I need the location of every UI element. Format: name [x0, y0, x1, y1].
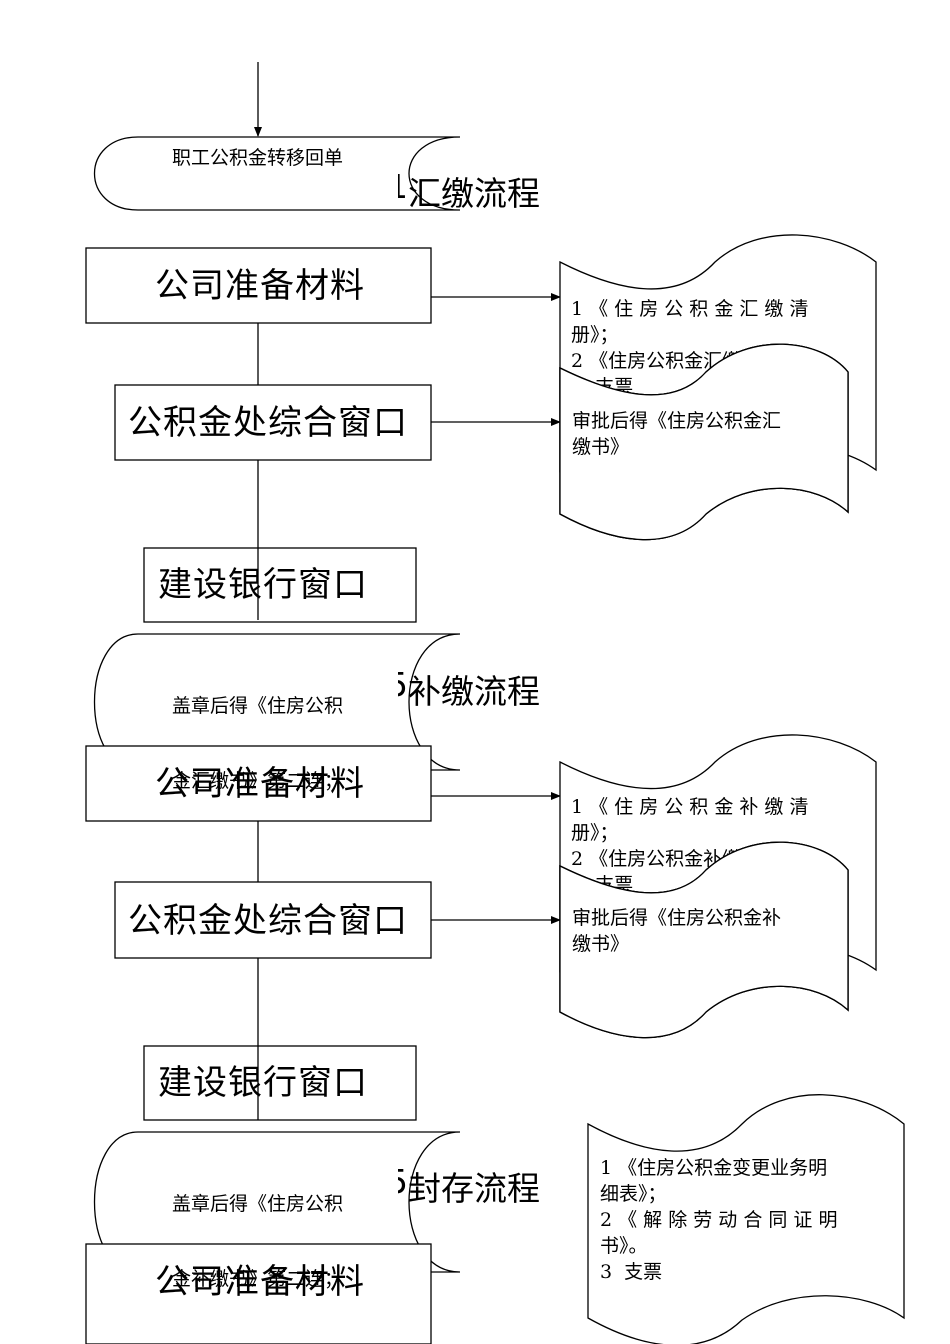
section-title-3-text: 封存流程 [408, 1169, 540, 1208]
step-box-2-3 [143, 1045, 417, 1121]
bank-result-1-line-2: 金汇缴书》第二连； [172, 770, 344, 792]
section-title-3: 5封存流程 [398, 1162, 540, 1210]
materials-1-line-3: 2 《住房公积金汇缴书》； [571, 350, 789, 372]
section-title-2: 5补缴流程 [398, 665, 540, 713]
section-title-2-glyph: 5 [398, 665, 408, 704]
bank-result-2-line-1: 盖章后得《住房公积 [172, 1193, 344, 1215]
approval-1-top-line-1: 审批后得《住房公积金汇 [572, 410, 782, 432]
step-label-2-3: 建设银行窗口 [158, 1063, 368, 1103]
materials-2-line-3: 2 《住房公积金补缴书》； [571, 848, 789, 870]
materials-2-line-1: 1 《 住 房 公 积 金 补 缴 清 [571, 796, 809, 818]
approval-1-top-line-2: 缴书》 [572, 436, 630, 458]
approval-text-1-top: 审批后得《住房公积金汇 缴书》 [572, 408, 781, 460]
materials-2-line-2: 册》； [571, 822, 619, 844]
bank-result-text-2: 盖章后得《住房公积 金补缴书》第二连； [172, 1142, 343, 1342]
materials-3-line-4: 书》。 [600, 1235, 648, 1257]
section-title-2-text: 补缴流程 [408, 672, 540, 711]
section-title-1: 1汇缴流程 [398, 167, 540, 215]
bank-result-text-1: 盖章后得《住房公积 金汇缴书》第二连； [172, 644, 343, 844]
approval-2-line-2: 缴书》 [572, 933, 630, 955]
step-box-2-2 [114, 881, 432, 959]
materials-1-line-2: 册》； [571, 324, 619, 346]
bank-result-1-line-1: 盖章后得《住房公积 [172, 695, 344, 717]
materials-2-line-4: 3 支票 [571, 874, 634, 892]
step-box-2-1 [85, 745, 432, 822]
materials-3-line-1: 1 《住房公积金变更业务明 [600, 1157, 828, 1179]
transfer-receipt-label: 职工公积金转移回单 [172, 147, 344, 169]
step-box-1-1 [85, 247, 432, 324]
materials-1-line-1: 1 《 住 房 公 积 金 汇 缴 清 [571, 298, 809, 320]
step-box-3-1 [85, 1243, 432, 1344]
section-title-3-glyph: 5 [398, 1162, 408, 1201]
transfer-receipt-document-shape [93, 136, 461, 211]
materials-list-3: 1 《住房公积金变更业务明 细表》； 2 《 解 除 劳 动 合 同 证 明 书… [600, 1155, 894, 1285]
step-label-3-1: 公司准备材料 [155, 1262, 365, 1302]
materials-3-line-2: 细表》； [600, 1183, 667, 1205]
approval-2-line-1: 审批后得《住房公积金补 [572, 907, 782, 929]
step-label-1-3: 建设银行窗口 [158, 565, 368, 605]
materials-list-1: 1 《 住 房 公 积 金 汇 缴 清 册》； 2 《住房公积金汇缴书》； 3 … [571, 296, 863, 394]
section-title-1-glyph: 1 [398, 167, 408, 206]
bank-result-2-line-2: 金补缴书》第二连； [172, 1268, 344, 1290]
materials-document-shape-3 [587, 1094, 905, 1344]
materials-3-line-5: 3 支票 [600, 1261, 663, 1283]
materials-list-2: 1 《 住 房 公 积 金 补 缴 清 册》； 2 《住房公积金补缴书》； 3 … [571, 794, 863, 892]
step-label-1-1: 公司准备材料 [155, 266, 365, 306]
step-box-1-3 [143, 547, 417, 623]
step-box-1-2 [114, 384, 432, 461]
step-label-2-1: 公司准备材料 [155, 764, 365, 804]
materials-1-line-4: 3 支票 [571, 376, 634, 394]
approval-text-2: 审批后得《住房公积金补 缴书》 [572, 905, 781, 957]
step-label-2-2: 公积金处综合窗口 [128, 901, 408, 941]
step-label-1-2: 公积金处综合窗口 [128, 403, 408, 443]
section-title-1-text: 汇缴流程 [408, 174, 540, 213]
materials-3-line-3: 2 《 解 除 劳 动 合 同 证 明 [600, 1209, 838, 1231]
